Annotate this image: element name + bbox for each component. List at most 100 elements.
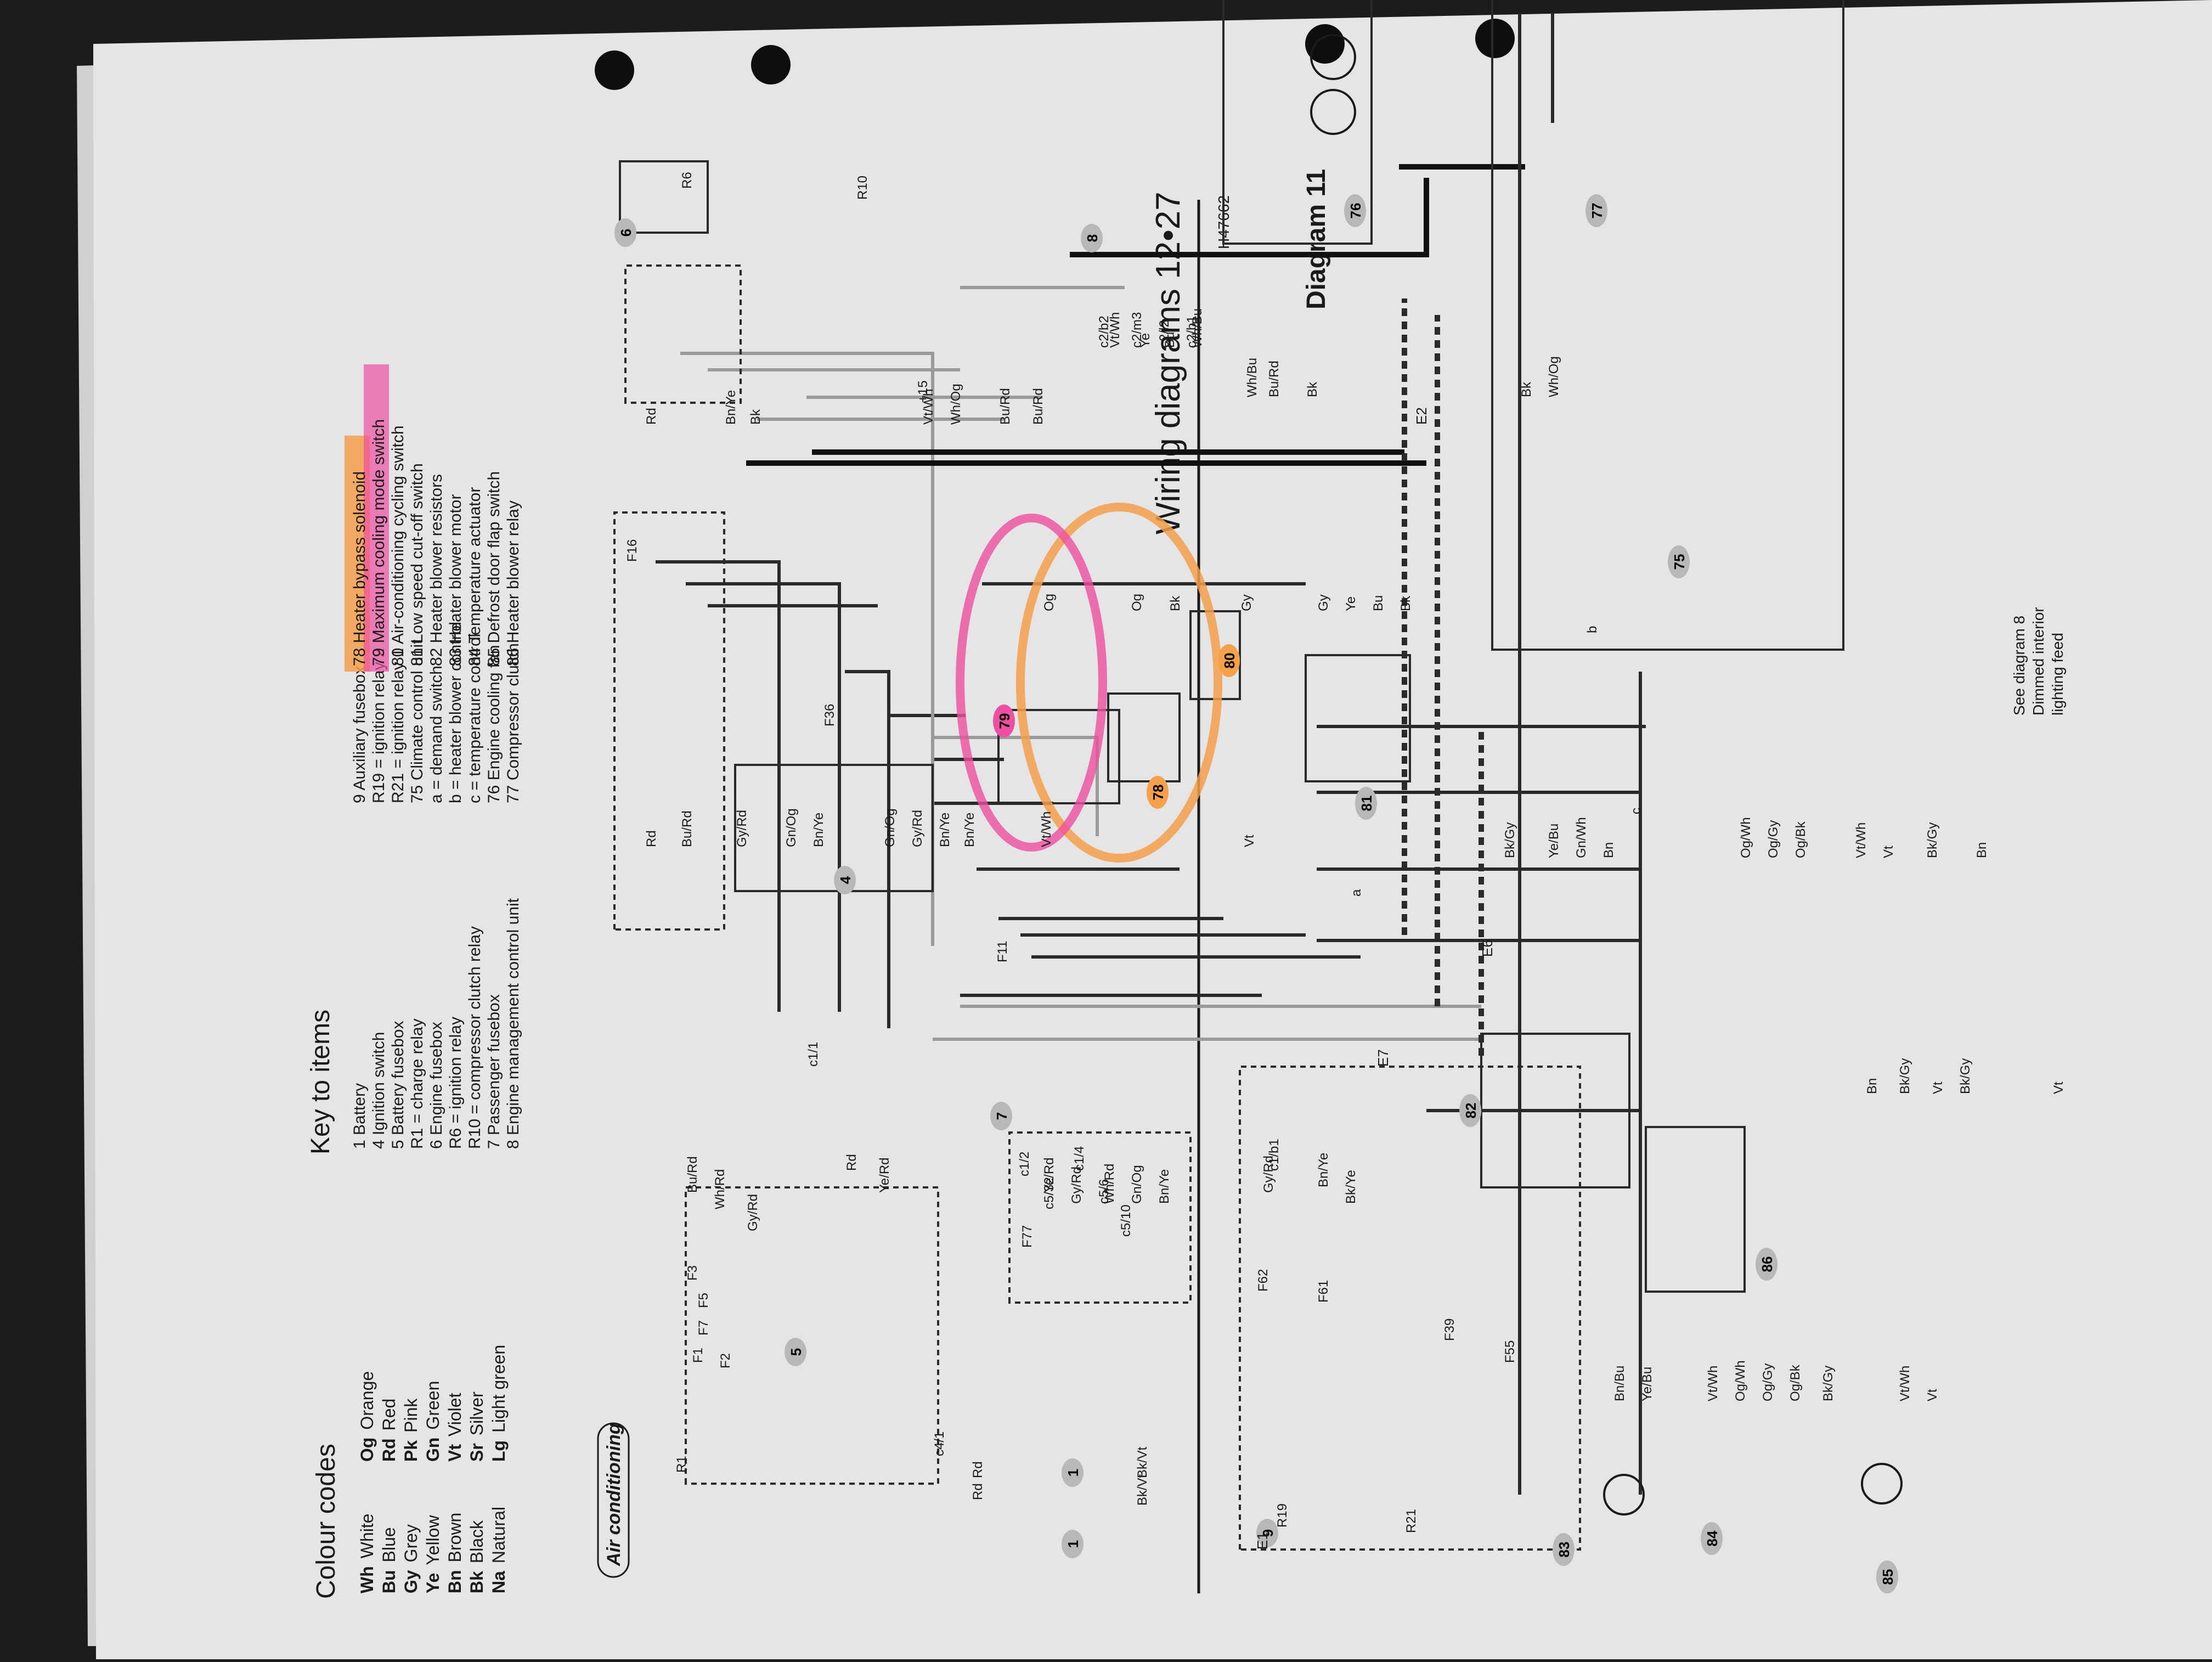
svg-text:c1/4: c1/4 bbox=[1072, 1146, 1087, 1171]
svg-text:7: 7 bbox=[994, 1112, 1010, 1120]
svg-text:c5/32: c5/32 bbox=[1042, 1177, 1057, 1209]
svg-text:R10 = compressor clutch relay: R10 = compressor clutch relay bbox=[466, 926, 484, 1149]
svg-text:PkPink: PkPink bbox=[401, 1398, 421, 1462]
svg-text:Ye: Ye bbox=[1344, 596, 1358, 611]
box-6-engine-fusebox bbox=[613, 511, 725, 931]
box-5-battery-fusebox bbox=[685, 1186, 939, 1485]
svg-text:Bn/Ye: Bn/Ye bbox=[811, 813, 826, 847]
svg-text:Og/Bk: Og/Bk bbox=[1793, 821, 1808, 858]
svg-text:Vt: Vt bbox=[2051, 1081, 2066, 1094]
badge-5: 5 bbox=[785, 1338, 806, 1366]
svg-text:Bu/Rd: Bu/Rd bbox=[1031, 388, 1046, 425]
svg-text:Bn: Bn bbox=[1865, 1078, 1880, 1094]
svg-text:BkBlack: BkBlack bbox=[467, 1520, 487, 1593]
svg-text:Gy/Rd: Gy/Rd bbox=[735, 810, 749, 847]
orange-circle-78 bbox=[1016, 503, 1222, 863]
svg-text:Bk/Vt: Bk/Vt bbox=[1135, 1474, 1150, 1506]
svg-text:LgLight green: LgLight green bbox=[489, 1345, 509, 1462]
svg-text:Gy/Rd: Gy/Rd bbox=[910, 810, 925, 847]
badge-79: 79 bbox=[993, 705, 1015, 737]
svg-text:R6: R6 bbox=[680, 172, 695, 189]
svg-text:Bu: Bu bbox=[1163, 332, 1177, 348]
svg-text:+15: +15 bbox=[916, 380, 930, 403]
svg-text:F2: F2 bbox=[718, 1353, 733, 1368]
svg-text:E7: E7 bbox=[1375, 1049, 1391, 1067]
svg-text:Wh/Bu: Wh/Bu bbox=[1190, 308, 1205, 348]
orange-highlight bbox=[345, 436, 370, 672]
page-title: Wiring diagrams 12•27 bbox=[1149, 191, 1187, 534]
svg-text:c5/6: c5/6 bbox=[1097, 1179, 1111, 1204]
svg-text:77: 77 bbox=[1589, 203, 1605, 219]
colour-codes-title: Colour codes bbox=[312, 1444, 341, 1599]
badge-83: 83 bbox=[1553, 1533, 1575, 1566]
svg-text:Ye/Bu: Ye/Bu bbox=[1640, 1367, 1655, 1401]
svg-text:82 Heater blower resistors: 82 Heater blower resistors bbox=[427, 474, 445, 666]
motor-symbols bbox=[1310, 34, 1903, 1515]
badge-76: 76 bbox=[1344, 194, 1366, 227]
box-75-climate-control bbox=[1491, 0, 1844, 651]
badge-4: 4 bbox=[834, 866, 856, 894]
svg-text:Dimmed interior: Dimmed interior bbox=[2030, 607, 2047, 715]
svg-text:R19 = ignition relay 2: R19 = ignition relay 2 bbox=[370, 648, 388, 803]
svg-text:84 Temperature actuator: 84 Temperature actuator bbox=[466, 487, 484, 666]
badge-7: 7 bbox=[990, 1102, 1012, 1130]
svg-text:8: 8 bbox=[1084, 234, 1101, 242]
svg-text:Bk/Vt: Bk/Vt bbox=[1135, 1446, 1150, 1478]
earth-labels: E1 E2 E6 E7 bbox=[1254, 407, 1496, 1550]
svg-text:1 Battery: 1 Battery bbox=[351, 1083, 369, 1149]
svg-text:Wh/Og: Wh/Og bbox=[949, 384, 963, 425]
svg-text:VtViolet: VtViolet bbox=[445, 1393, 465, 1462]
svg-text:Og/Wh: Og/Wh bbox=[1733, 1360, 1748, 1401]
svg-text:86: 86 bbox=[1759, 1257, 1775, 1272]
svg-text:81 Low speed cut-off switch: 81 Low speed cut-off switch bbox=[408, 463, 426, 666]
svg-text:Vt/Wh: Vt/Wh bbox=[1039, 812, 1054, 847]
svg-text:Vt/Wh: Vt/Wh bbox=[921, 389, 936, 425]
svg-text:Bk/Gy: Bk/Gy bbox=[1958, 1058, 1973, 1094]
svg-text:76 Engine cooling fan: 76 Engine cooling fan bbox=[485, 645, 503, 803]
svg-text:F39: F39 bbox=[1442, 1319, 1457, 1341]
svg-text:c: c bbox=[1629, 808, 1644, 814]
punch-hole bbox=[1475, 19, 1515, 58]
svg-text:c5/10: c5/10 bbox=[1119, 1204, 1133, 1237]
diagram-rotated: Wiring diagrams 12•27 Diagram 11 H47662 … bbox=[306, 0, 2066, 1599]
diagram-number: Diagram 11 bbox=[1302, 169, 1331, 309]
pink-circle-79 bbox=[956, 514, 1107, 852]
svg-text:R21 = ignition relay 1: R21 = ignition relay 1 bbox=[389, 648, 407, 803]
svg-text:c1/b1: c1/b1 bbox=[1267, 1139, 1282, 1171]
svg-text:Bn/Ye: Bn/Ye bbox=[1157, 1169, 1172, 1204]
svg-text:9: 9 bbox=[1260, 1529, 1276, 1537]
svg-text:Wh/Bu: Wh/Bu bbox=[1245, 358, 1260, 397]
svg-text:Gn/Og: Gn/Og bbox=[883, 808, 898, 847]
svg-text:WhWhite: WhWhite bbox=[357, 1513, 377, 1593]
badge-86: 86 bbox=[1756, 1248, 1778, 1281]
svg-text:NaNatural: NaNatural bbox=[489, 1507, 509, 1593]
svg-text:5: 5 bbox=[788, 1348, 804, 1356]
svg-text:R10: R10 bbox=[855, 176, 870, 200]
svg-text:Bu/Rd: Bu/Rd bbox=[680, 810, 695, 847]
svg-text:a = demand switch: a = demand switch bbox=[427, 666, 445, 803]
box-8-ecu bbox=[624, 264, 742, 404]
svg-text:F11: F11 bbox=[995, 940, 1010, 962]
svg-text:Vt: Vt bbox=[1881, 846, 1896, 858]
badge-80: 80 bbox=[1218, 644, 1240, 677]
badge-1b: 1 bbox=[1062, 1458, 1084, 1487]
badge-77: 77 bbox=[1585, 194, 1607, 227]
badge-81: 81 bbox=[1355, 787, 1377, 820]
svg-text:Bk/Ye: Bk/Ye bbox=[1344, 1170, 1358, 1204]
svg-text:SrSilver: SrSilver bbox=[467, 1391, 487, 1462]
pink-highlight bbox=[364, 364, 389, 672]
svg-text:8 Engine management control u: 8 Engine management control unit bbox=[504, 898, 522, 1149]
svg-text:85 Defrost door flap switch: 85 Defrost door flap switch bbox=[485, 471, 503, 666]
punch-hole bbox=[595, 50, 634, 90]
svg-text:79 Maximum cooling mode switch: 79 Maximum cooling mode switch bbox=[370, 419, 388, 666]
svg-text:b: b bbox=[1585, 626, 1600, 633]
svg-text:Bn: Bn bbox=[1601, 842, 1616, 858]
box-7-passenger-fusebox bbox=[1008, 1131, 1192, 1304]
svg-text:Bk: Bk bbox=[1305, 381, 1320, 397]
svg-text:Bn/Bu: Bn/Bu bbox=[1612, 1366, 1627, 1401]
punch-hole bbox=[1305, 24, 1345, 64]
svg-text:F3: F3 bbox=[685, 1265, 700, 1281]
svg-text:Wh/Og: Wh/Og bbox=[1547, 356, 1561, 397]
